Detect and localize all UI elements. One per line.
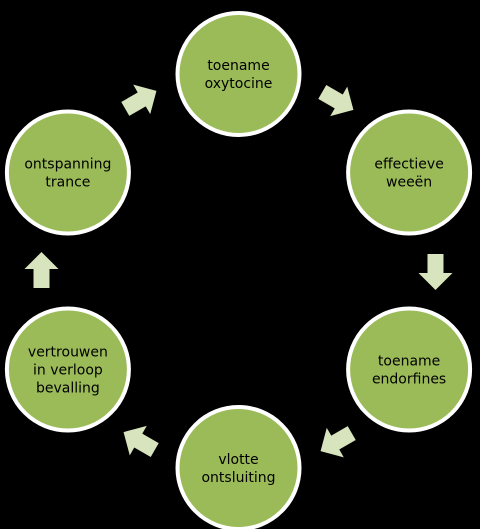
node-label-line: ontsluiting [201, 470, 275, 486]
node-circle [175, 11, 302, 137]
node-toename-endorfines: toename endorfines [346, 306, 473, 433]
node-label-line: bevalling [36, 381, 100, 397]
node-label-line: endorfines [372, 372, 446, 388]
cycle-arrow-icon [418, 254, 453, 290]
cycle-arrow-icon [123, 425, 159, 458]
node-label-line: vertrouwen [28, 345, 108, 361]
node-circle [346, 306, 473, 433]
node-label-line: ontspanning [24, 157, 111, 173]
node-circle [4, 306, 131, 433]
node-ontspanning-trance: ontspanning trance [4, 109, 131, 236]
cycle-arrow-icon [318, 84, 354, 117]
node-circle [4, 109, 131, 236]
cycle-arrow-icon [24, 252, 59, 288]
node-circle [175, 405, 302, 529]
node-label-line: toename [207, 58, 269, 74]
node-label-line: trance [45, 175, 90, 191]
node-effectieve-weeen: effectieve weeën [346, 109, 473, 236]
node-label-line: effectieve [374, 157, 443, 173]
node-label-line: in verloop [33, 363, 103, 379]
node-vertrouwen-in-verloop-bevalling: vertrouwen in verloop bevalling [4, 306, 131, 433]
node-vlotte-ontsluiting: vlotte ontsluiting [175, 405, 302, 529]
node-label-line: oxytocine [205, 76, 273, 92]
node-label-line: toename [378, 354, 440, 370]
node-circle [346, 109, 473, 236]
node-toename-oxytocine: toename oxytocine [175, 11, 302, 137]
arrows-layer [24, 84, 453, 458]
nodes-layer: toename oxytocine effectieve weeën toename en… [4, 11, 473, 529]
cycle-arrow-icon [121, 84, 157, 116]
node-label-line: weeën [386, 175, 432, 191]
cycle-arrow-icon [320, 426, 356, 458]
node-label-line: vlotte [218, 452, 258, 468]
